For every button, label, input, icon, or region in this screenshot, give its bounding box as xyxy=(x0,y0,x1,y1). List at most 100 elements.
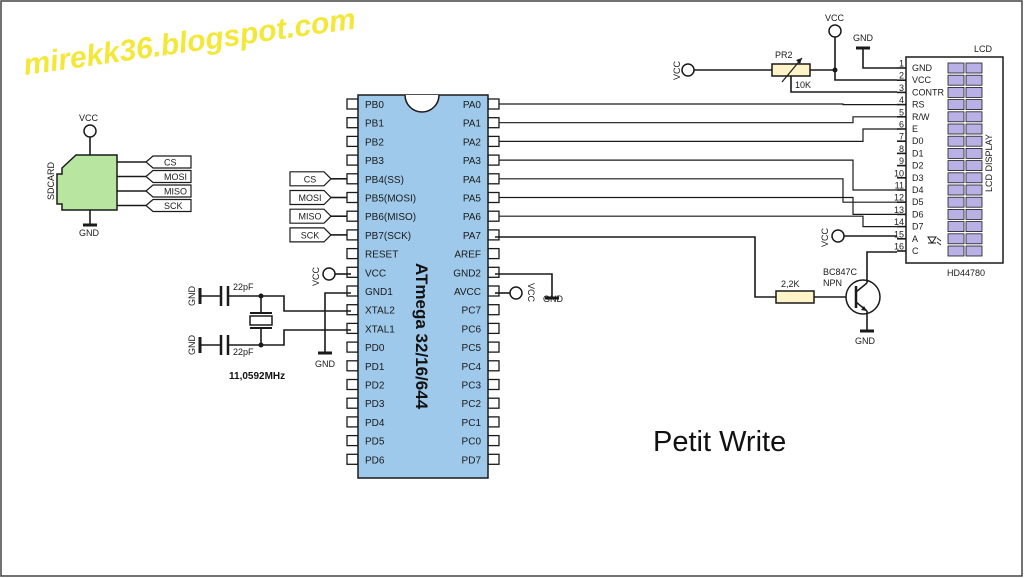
mcu-pin-pad xyxy=(346,154,359,166)
crystal-frequency: 11,0592MHz xyxy=(229,371,285,382)
lcd-pin-number: 3 xyxy=(899,83,904,93)
pot-name: PR2 xyxy=(775,50,793,60)
mcu-pin-pad xyxy=(346,416,359,428)
crystal-cap2-gnd: GND xyxy=(187,335,197,356)
bus-wire xyxy=(499,178,897,203)
lcd-pin-name: GND xyxy=(912,63,933,73)
base-resistor-value: 2,2K xyxy=(781,279,800,289)
mcu-pin-label: GND1 xyxy=(365,287,393,298)
mcu-pin-label: PB0 xyxy=(365,100,384,111)
mcu-pin-label: PC3 xyxy=(462,381,482,392)
mcu-pin-label: PD5 xyxy=(365,437,385,448)
mcu-pin-label: PC5 xyxy=(462,343,482,354)
mcu-pin-pad xyxy=(487,154,500,166)
lcd-pin-name: R/W xyxy=(912,112,930,122)
mcu-pin-pad xyxy=(346,117,359,129)
lcd-pin-name: D7 xyxy=(912,222,924,232)
mcu-right-pins: PA0PA1PA2PA3PA4PA5PA6PA7AREFGND2AVCCPC7P… xyxy=(453,100,481,466)
mcu-pin-pad xyxy=(346,191,359,204)
mcu-pin-label: PB7(SCK) xyxy=(365,231,411,242)
transistor-gnd-label: GND xyxy=(855,336,876,346)
lcd-pin-number: 5 xyxy=(899,107,904,117)
mcu-pin-label: PA4 xyxy=(463,175,482,186)
lcd-power-and-contrast: VCC GND VCC PR2 10K VCC xyxy=(672,13,897,247)
sdcard-signal-label: MOSI xyxy=(164,172,187,182)
mcu-pin-pad xyxy=(346,98,359,110)
mcu-pin-label: PC4 xyxy=(462,362,482,373)
lcd-pin-name: D3 xyxy=(912,173,924,183)
sdcard-signal-tag xyxy=(145,198,192,213)
mcu-pin-pad xyxy=(487,210,500,222)
net-tag-label: CS xyxy=(304,174,317,184)
lcd-pin-name: CONTR xyxy=(912,87,944,97)
mcu-avcc-label: VCC xyxy=(526,283,536,303)
net-tag xyxy=(289,171,332,187)
lcd-cell xyxy=(965,111,983,123)
mcu-pin-label: VCC xyxy=(365,268,386,279)
bus-wire xyxy=(499,128,897,142)
mcu-pin-pad xyxy=(346,210,359,222)
mcu-pin-label: PC6 xyxy=(462,324,482,335)
lcd-cell xyxy=(947,62,965,74)
mcu-pin-pad xyxy=(487,397,500,409)
mcu-pin-label: PB5(MOSI) xyxy=(365,194,416,205)
lcd-cell xyxy=(947,99,965,110)
lcd-cell xyxy=(965,208,983,220)
mcu-pin-pad xyxy=(487,98,500,110)
lcd-pin-number: 1 xyxy=(899,59,904,69)
lcd-gnd-top-label: GND xyxy=(853,33,874,43)
lcd-cell xyxy=(965,74,983,86)
lcd-cell xyxy=(947,184,965,196)
lcd-pin-number: 15 xyxy=(894,229,904,239)
mcu-gnd2-label: GND xyxy=(543,294,564,304)
lcd-display-label: LCD DISPLAY xyxy=(984,134,994,192)
mcu-pin-label: GND2 xyxy=(453,268,481,279)
bus-wire xyxy=(499,196,897,215)
mcu-pin-label: PB1 xyxy=(365,119,384,130)
bus-wire xyxy=(499,116,897,124)
lcd-model: HD44780 xyxy=(947,268,985,278)
mcu-pin-pad xyxy=(487,117,500,129)
backlight-led-icon xyxy=(927,236,937,244)
mcu-pin-pad xyxy=(346,304,359,316)
lcd-pin-name: D2 xyxy=(912,161,924,171)
lcd-cell xyxy=(947,147,965,159)
mcu-pin-label: PA1 xyxy=(463,119,482,130)
lcd-cell xyxy=(965,160,983,172)
lcd-title: LCD xyxy=(974,44,993,54)
lcd-cell xyxy=(947,123,965,135)
bus-wire xyxy=(499,215,897,228)
lcd-pin-name: VCC xyxy=(912,75,932,85)
lcd-pin-number: 2 xyxy=(899,71,904,81)
sdcard-name: SDCARD xyxy=(46,161,56,200)
lcd-pin-number: 14 xyxy=(894,217,904,227)
mcu-pin-label: XTAL1 xyxy=(365,324,395,335)
pot-body xyxy=(771,63,811,77)
mcu-pin-pad xyxy=(487,416,500,428)
mcu-pin-pad xyxy=(487,322,500,335)
mcu-vcc-supply: VCC xyxy=(311,266,351,286)
mcu-pin-pad xyxy=(346,285,359,297)
sdcard-signal-tag xyxy=(145,184,192,198)
net-tag xyxy=(289,208,332,224)
lcd-vcc-top-label: VCC xyxy=(825,13,845,23)
mcu-pin-label: PA7 xyxy=(463,231,482,242)
mcu-pin-pad xyxy=(346,173,359,185)
lcd-cell xyxy=(965,172,983,184)
mcu-pin-pad xyxy=(487,360,500,372)
mcu-pin-label: AREF xyxy=(454,250,481,261)
mcu-pin-label: PD6 xyxy=(365,455,385,466)
lcd-pin-number: 11 xyxy=(895,181,904,191)
mcu-pin-pad xyxy=(487,304,500,316)
mcu-pin-pad xyxy=(487,453,500,465)
mcu-pin-label: PD0 xyxy=(365,343,385,354)
sdcard-signal-label: MISO xyxy=(164,187,187,197)
lcd-pin-name: RS xyxy=(912,100,925,110)
mcu-gnd1-label: GND xyxy=(315,359,336,369)
pot-value: 10K xyxy=(795,80,811,90)
lcd-cell xyxy=(947,135,965,147)
lcd-cell xyxy=(947,111,965,123)
sdcard-signal-label: CS xyxy=(164,158,177,168)
